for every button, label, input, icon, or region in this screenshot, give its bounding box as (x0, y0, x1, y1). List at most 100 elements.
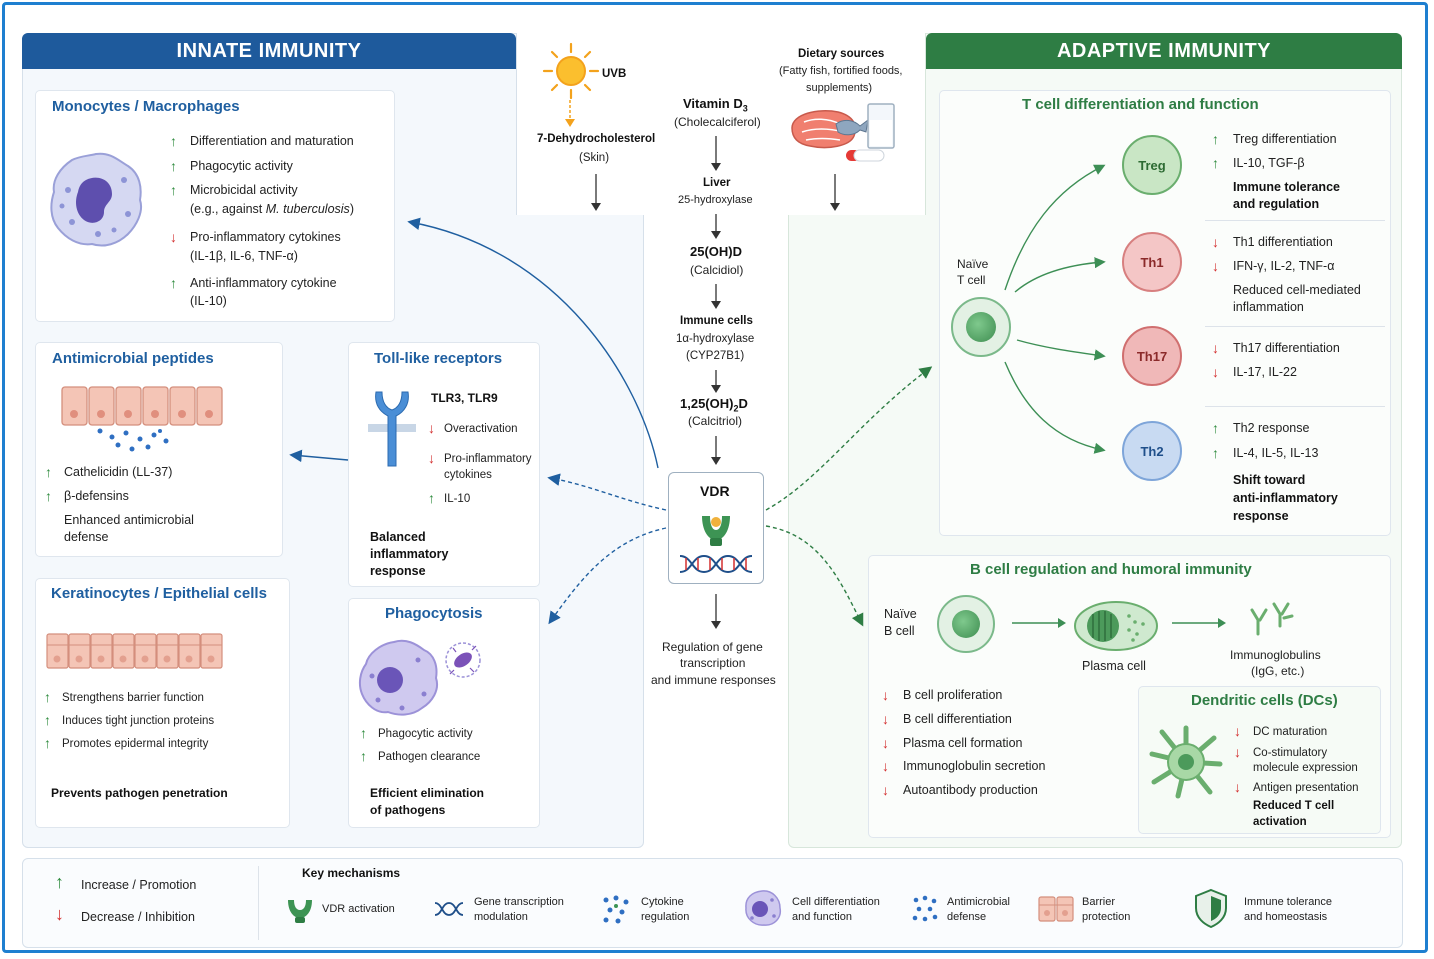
mono-item-5b: (IL-10) (190, 294, 227, 308)
barrier-icon (1038, 896, 1074, 922)
bcell-title: B cell regulation and humoral immunity (970, 561, 1252, 578)
amp-item-2: β-defensins (64, 489, 129, 503)
th17-item-2: IL-17, IL-22 (1233, 365, 1297, 379)
tlr-receptors: TLR3, TLR9 (431, 391, 498, 405)
decrease-arrow-icon: ↓ (882, 758, 889, 774)
dna-icon (434, 902, 464, 916)
th1-cell-icon: Th1 (1122, 232, 1182, 292)
ig-label-2: (IgG, etc.) (1251, 664, 1305, 678)
skin-label-1: 7-Dehydrocholesterol (537, 133, 656, 145)
tlr-summary-2: inflammatory (370, 547, 449, 561)
cytokine-icon (603, 895, 629, 924)
phago-item-1: Phagocytic activity (378, 728, 473, 740)
immune-cells-label: Immune cells (680, 315, 753, 327)
amp-item-3b: defense (64, 530, 109, 544)
regulation-label-3: and immune responses (651, 673, 776, 687)
kera-item-2: Induces tight junction proteins (62, 715, 215, 727)
arrow-right-icon (1012, 618, 1066, 628)
pathway-arrow (711, 284, 721, 309)
naive-tcell-icon (951, 297, 1011, 357)
th1-item-1: Th1 differentiation (1233, 235, 1333, 249)
diet-label-1: Dietary sources (798, 48, 885, 60)
treg-summary-2: and regulation (1233, 197, 1320, 211)
shield-icon (1195, 888, 1227, 928)
mono-item-4b: (IL-1β, IL-6, TNF-α) (190, 249, 298, 263)
mech-tolerance-2: and homeostasis (1244, 911, 1328, 923)
ig-label-1: Immunoglobulins (1230, 648, 1321, 662)
epithelial-cells-icon (46, 633, 223, 669)
mono-item-3: Microbicidal activity (190, 183, 298, 197)
treg-item-1: Treg differentiation (1233, 132, 1337, 146)
th1-summary-1: Reduced cell-mediated (1233, 283, 1361, 297)
naive-bcell-label-2: B cell (884, 624, 915, 638)
th2-summary-1: Shift toward (1233, 473, 1306, 487)
decrease-arrow-icon: ↓ (882, 735, 889, 751)
amp-title: Antimicrobial peptides (52, 350, 214, 367)
diet-label-2: (Fatty fish, fortified foods, (779, 65, 903, 77)
increase-arrow-icon: ↑ (55, 872, 64, 892)
tcell-differentiation-arrows (1004, 164, 1106, 454)
pathway-arrow (711, 214, 721, 239)
th17-cell-icon: Th17 (1122, 326, 1182, 386)
vdr-activation-icon (288, 900, 312, 923)
mech-barrier-2: protection (1082, 911, 1131, 923)
legend-increase: Increase / Promotion (81, 878, 197, 892)
th2-summary-2: anti-inflammatory (1233, 491, 1338, 505)
decrease-arrow-icon: ↓ (428, 450, 435, 466)
tlr-card (348, 342, 540, 587)
phagocytosis-title: Phagocytosis (385, 605, 483, 622)
mech-cytokine-2: regulation (641, 911, 690, 923)
bcell-item-4: Immunoglobulin secretion (903, 759, 1046, 773)
th1-summary-2: inflammation (1233, 300, 1304, 314)
vitd-sub: (Cholecalciferol) (674, 115, 761, 129)
increase-arrow-icon: ↑ (170, 182, 177, 198)
pathway-arrow (711, 370, 721, 393)
liver-sub: 25-hydroxylase (678, 194, 753, 206)
plasma-cell-icon (1074, 601, 1158, 651)
dendritic-cell-icon (1149, 725, 1223, 799)
mech-tolerance-1: Immune tolerance (1244, 896, 1333, 908)
keratinocytes-card (35, 578, 290, 828)
tlr-receptor-icon (368, 391, 416, 467)
calcitriol-sub: (Calcitriol) (688, 414, 742, 428)
phagocytosis-card (348, 598, 540, 828)
mono-item-1: Differentiation and maturation (190, 134, 354, 148)
kera-item-3: Promotes epidermal integrity (62, 738, 209, 750)
mono-item-5: Anti-inflammatory cytokine (190, 276, 337, 290)
th2-item-2: IL-4, IL-5, IL-13 (1233, 446, 1319, 460)
mech-cytokine-1: Cytokine (641, 896, 684, 908)
tcell-title: T cell differentiation and function (1022, 96, 1259, 113)
antimicrobial-icon (912, 895, 938, 922)
decrease-arrow-icon: ↓ (882, 711, 889, 727)
epithelium-icon (61, 386, 223, 452)
mech-gene-1: Gene transcription (474, 896, 564, 908)
decrease-arrow-icon: ↓ (55, 904, 64, 924)
increase-arrow-icon: ↑ (1212, 155, 1219, 171)
dc-item-2: Co-stimulatory (1253, 747, 1328, 759)
dc-summary-1: Reduced T cell (1253, 800, 1335, 812)
th2-item-1: Th2 response (1233, 421, 1310, 435)
tlr-item-2: Pro-inflammatory (444, 453, 532, 465)
skin-arrow (591, 174, 601, 211)
phagocyte-icon (358, 639, 481, 716)
cell-differentiation-icon (745, 890, 782, 926)
increase-arrow-icon: ↑ (45, 464, 52, 480)
diet-label-3: supplements) (806, 82, 873, 94)
calcidiol-label: 25(OH)D (690, 244, 743, 259)
pathway-arrow (711, 136, 721, 171)
mech-barrier-1: Barrier (1082, 896, 1116, 908)
increase-arrow-icon: ↑ (360, 725, 367, 741)
treg-item-2: IL-10, TGF-β (1233, 156, 1305, 170)
immune-cells-sub-1: 1α-hydroxylase (676, 333, 755, 345)
immune-cells-sub-2: (CYP27B1) (686, 350, 745, 362)
decrease-arrow-icon: ↓ (1234, 723, 1241, 739)
phago-summary-2: of pathogens (370, 803, 446, 817)
increase-arrow-icon: ↑ (44, 735, 51, 751)
th17-item-1: Th17 differentiation (1233, 341, 1340, 355)
vdr-receptor-icon (702, 516, 730, 546)
calcitriol-label: 1,25(OH)2D (680, 396, 748, 414)
increase-arrow-icon: ↑ (428, 490, 435, 506)
macrophage-icon (50, 152, 142, 247)
